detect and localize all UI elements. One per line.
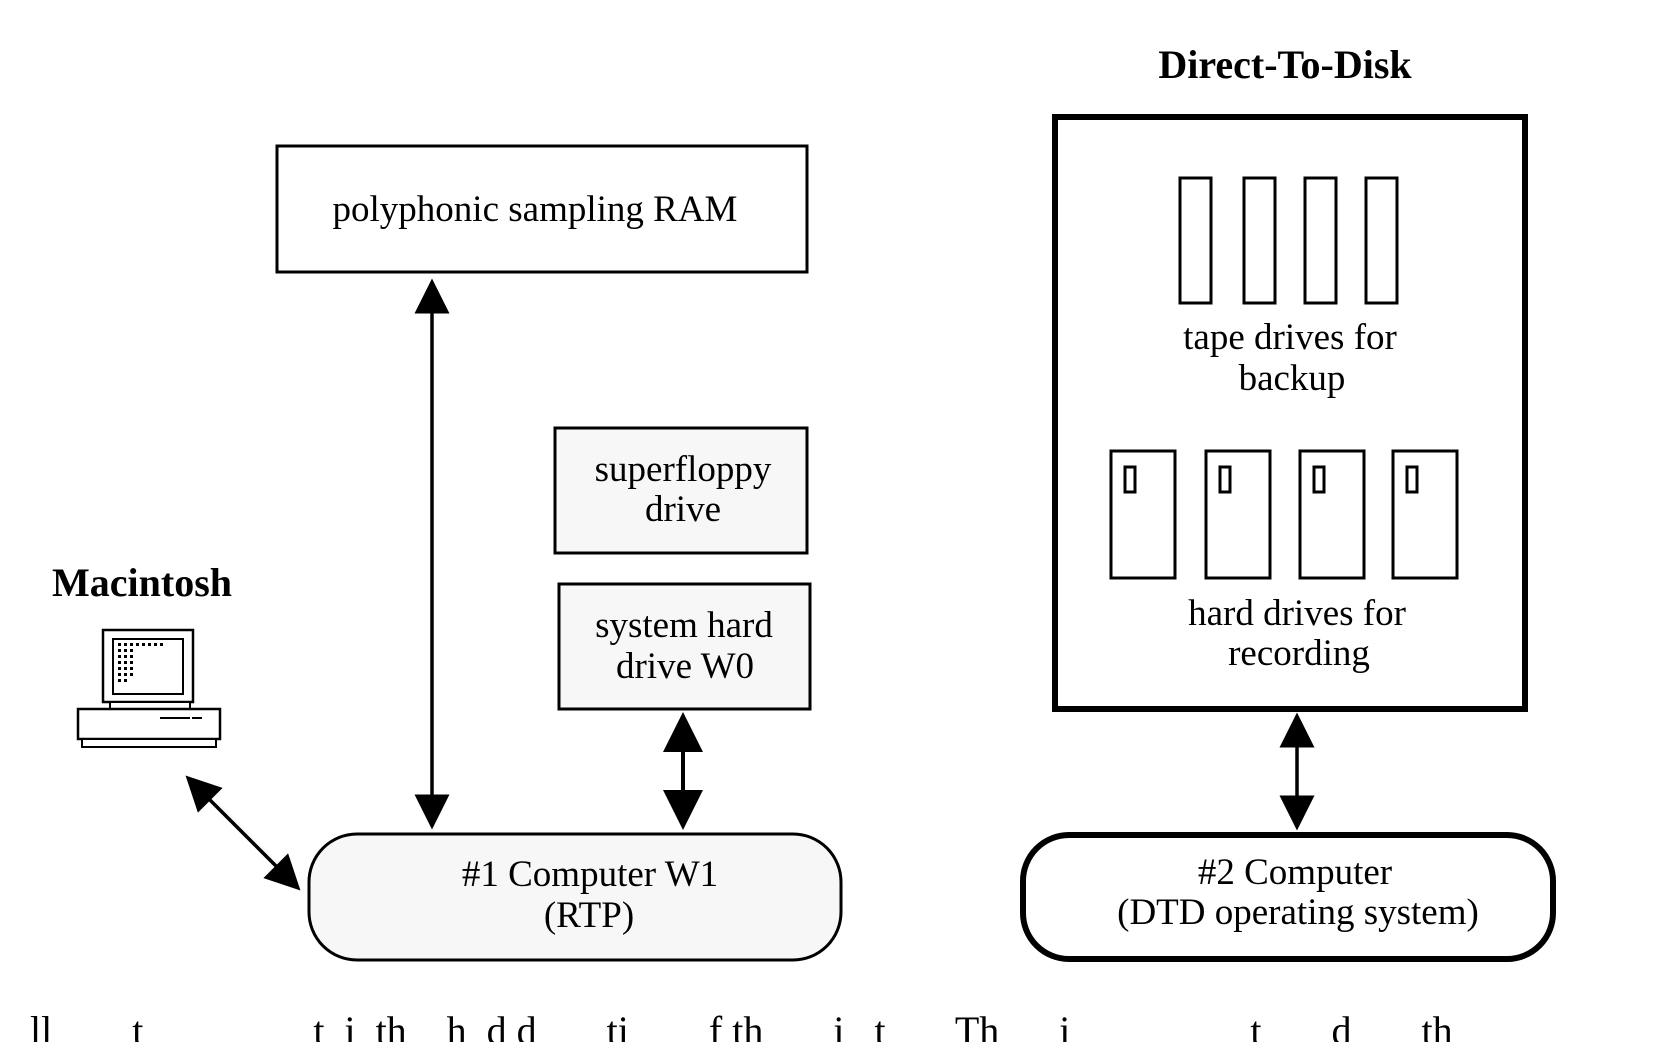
tape-drives-label-1: tape drives for: [1183, 317, 1397, 358]
superfloppy-box: [553, 426, 809, 555]
macintosh-title: Macintosh: [52, 560, 232, 605]
computer1-box: [307, 832, 843, 962]
system-drive-label-2: drive W0: [616, 646, 754, 687]
computer2-box: [1020, 832, 1556, 962]
superfloppy-label-1: superfloppy: [595, 449, 772, 490]
hard-drive-indicator: [1218, 465, 1232, 494]
system-drive-box: [557, 582, 812, 711]
mac-computer1-connector: [185, 775, 301, 891]
superfloppy-label-2: drive: [645, 489, 721, 530]
tape-drive: [1303, 176, 1338, 305]
hard-drive: [1391, 449, 1459, 580]
caption-fragment: ll t t i th h d d ti f th i t Th i t d t…: [30, 1008, 1453, 1053]
polyphonic-ram-label: polyphonic sampling RAM: [333, 189, 738, 230]
system-drive-label-1: system hard: [595, 605, 773, 646]
computer1-label-2: (RTP): [544, 895, 634, 936]
tape-drive: [1178, 176, 1213, 305]
macintosh-icon: [76, 628, 222, 748]
hard-drive: [1204, 449, 1272, 580]
hard-drives-label-1: hard drives for: [1188, 593, 1406, 634]
hard-drives: [1109, 449, 1459, 580]
tape-drive: [1242, 176, 1277, 305]
polyphonic-ram-box: [275, 144, 809, 274]
hard-drive: [1298, 449, 1366, 580]
hard-drive-indicator: [1312, 465, 1326, 494]
computer2-label-2: (DTD operating system): [1117, 892, 1479, 933]
direct-to-disk-box: [1052, 114, 1528, 712]
tape-drives: [1178, 176, 1399, 305]
computer1-label-1: #1 Computer W1: [462, 854, 718, 895]
computer2-label-1: #2 Computer: [1198, 852, 1392, 893]
tape-drives-label-2: backup: [1239, 358, 1346, 399]
direct-to-disk-title: Direct-To-Disk: [1158, 42, 1412, 87]
hard-drive-indicator: [1405, 465, 1419, 494]
hard-drives-label-2: recording: [1228, 633, 1370, 674]
hard-drive-indicator: [1123, 465, 1137, 494]
hard-drive: [1109, 449, 1177, 580]
tape-drive: [1364, 176, 1399, 305]
